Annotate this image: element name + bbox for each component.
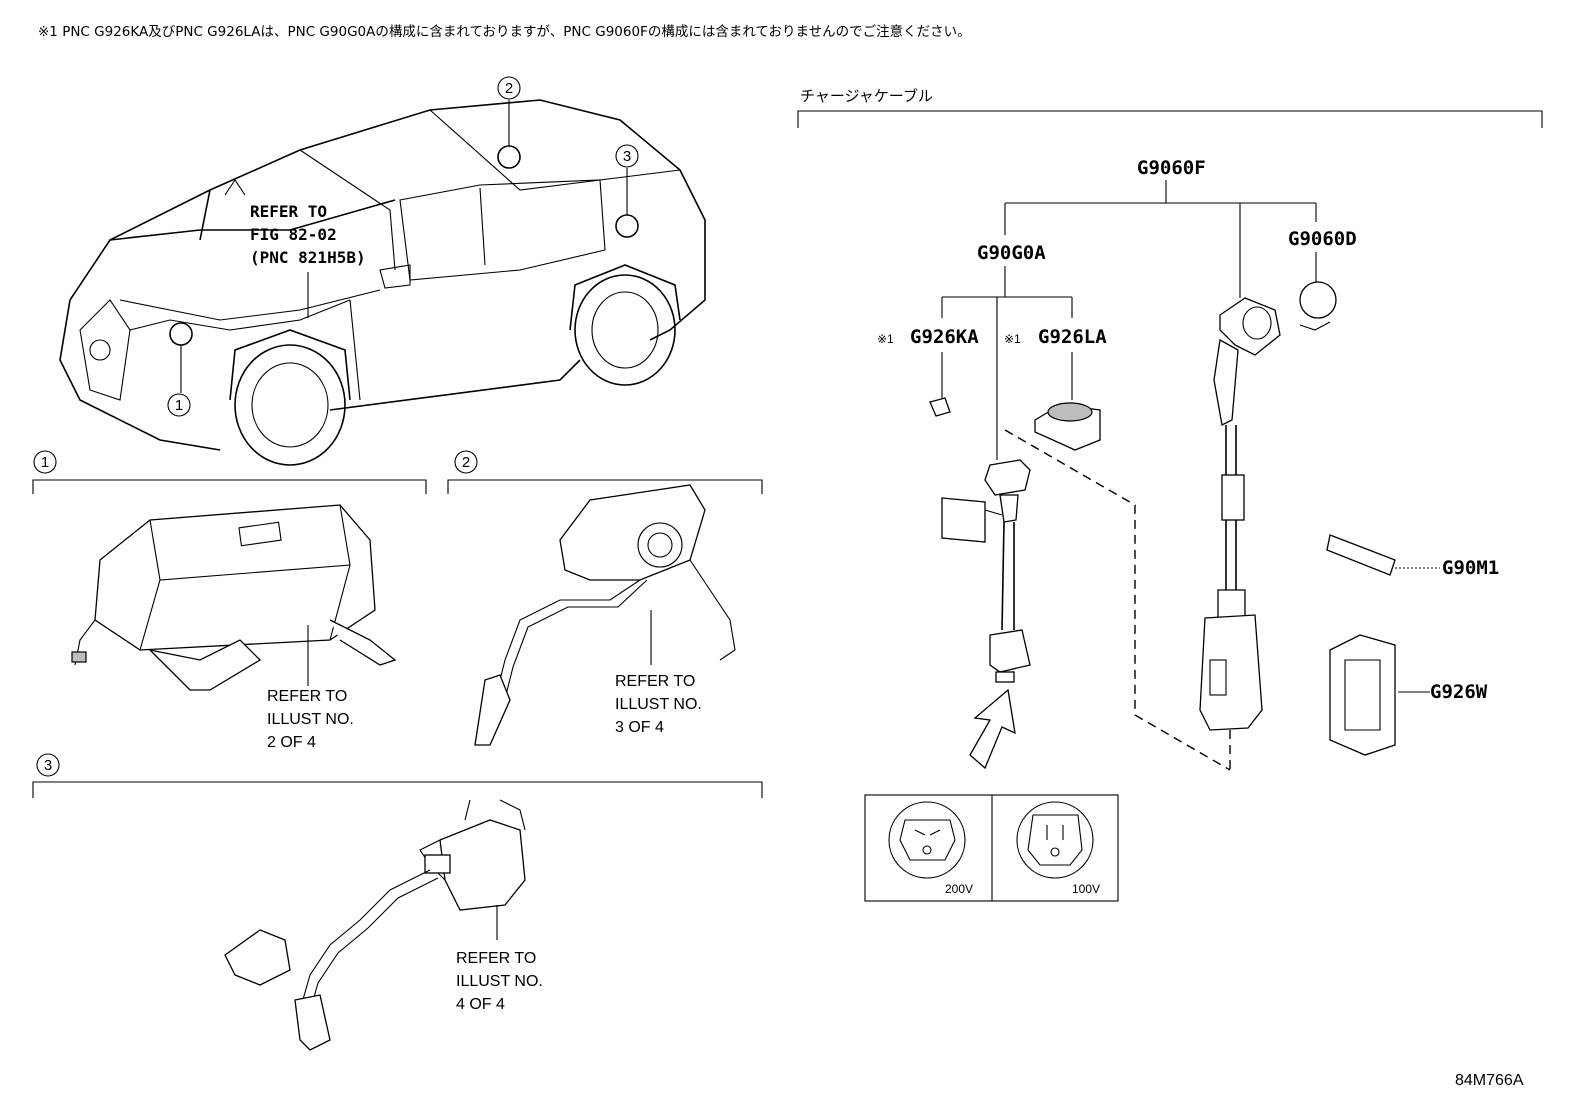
detail-2-refer-2: ILLUST NO. bbox=[615, 696, 702, 713]
detail-2-refer-3: 3 OF 4 bbox=[615, 719, 664, 736]
illustration-id: 84M766A bbox=[1455, 1072, 1524, 1089]
pnc-g9060d: G9060D bbox=[1288, 228, 1357, 250]
detail-2-number: 2 bbox=[462, 454, 470, 471]
charge-cable-section: チャージャケーブル G9060F G90G0A ※1 G926KA ※1 G92… bbox=[797, 87, 1543, 902]
pnc-g9060f: G9060F bbox=[1137, 157, 1206, 179]
callout-1: 1 bbox=[175, 397, 183, 414]
pnc-g926ka-mark: ※1 bbox=[877, 332, 894, 346]
pnc-g926la: G926LA bbox=[1038, 326, 1107, 348]
outlet-100v-icon bbox=[1016, 801, 1094, 879]
detail-1-refer-2: ILLUST NO. bbox=[267, 711, 354, 728]
detail-1-refer-3: 2 OF 4 bbox=[267, 734, 316, 751]
vehicle-refer-line2: FIG 82-02 bbox=[250, 225, 337, 244]
vehicle-refer-line3: (PNC 821H5B) bbox=[250, 248, 366, 267]
detail-3-refer-2: ILLUST NO. bbox=[456, 973, 543, 990]
pnc-g926ka: G926KA bbox=[910, 326, 979, 348]
vehicle-illustration: 1 2 3 REFER TO FIG 82-02 (PNC 821H5B) bbox=[59, 76, 706, 466]
detail-3-refer-1: REFER TO bbox=[456, 950, 536, 967]
pnc-g90m1: G90M1 bbox=[1442, 557, 1499, 579]
outlet-100v-label: 100V bbox=[1072, 882, 1100, 896]
detail-3: 3 REFER TO ILLUST NO. 4 OF 4 bbox=[32, 753, 763, 1051]
detail-1-number: 1 bbox=[41, 454, 49, 471]
section-title: チャージャケーブル bbox=[800, 87, 933, 105]
callout-2: 2 bbox=[505, 80, 513, 97]
detail-2-refer-1: REFER TO bbox=[615, 673, 695, 690]
detail-1-refer-1: REFER TO bbox=[267, 688, 347, 705]
header-note: ※1 PNC G926KA及びPNC G926LAは、PNC G90G0Aの構成… bbox=[38, 24, 971, 40]
outlet-200v-icon bbox=[888, 801, 966, 879]
detail-1: 1 REFER TO ILLUST NO. 2 OF 4 bbox=[32, 450, 427, 751]
detail-3-refer-3: 4 OF 4 bbox=[456, 996, 505, 1013]
detail-3-number: 3 bbox=[44, 757, 52, 774]
outlet-200v-label: 200V bbox=[945, 882, 973, 896]
pnc-g926la-mark: ※1 bbox=[1004, 332, 1021, 346]
pnc-g90g0a: G90G0A bbox=[977, 242, 1046, 264]
pnc-g926w: G926W bbox=[1430, 681, 1488, 703]
vehicle-refer-line1: REFER TO bbox=[250, 202, 327, 221]
callout-3: 3 bbox=[623, 148, 631, 165]
detail-2: 2 REFER TO ILLUST NO. 3 OF 4 bbox=[447, 450, 763, 746]
